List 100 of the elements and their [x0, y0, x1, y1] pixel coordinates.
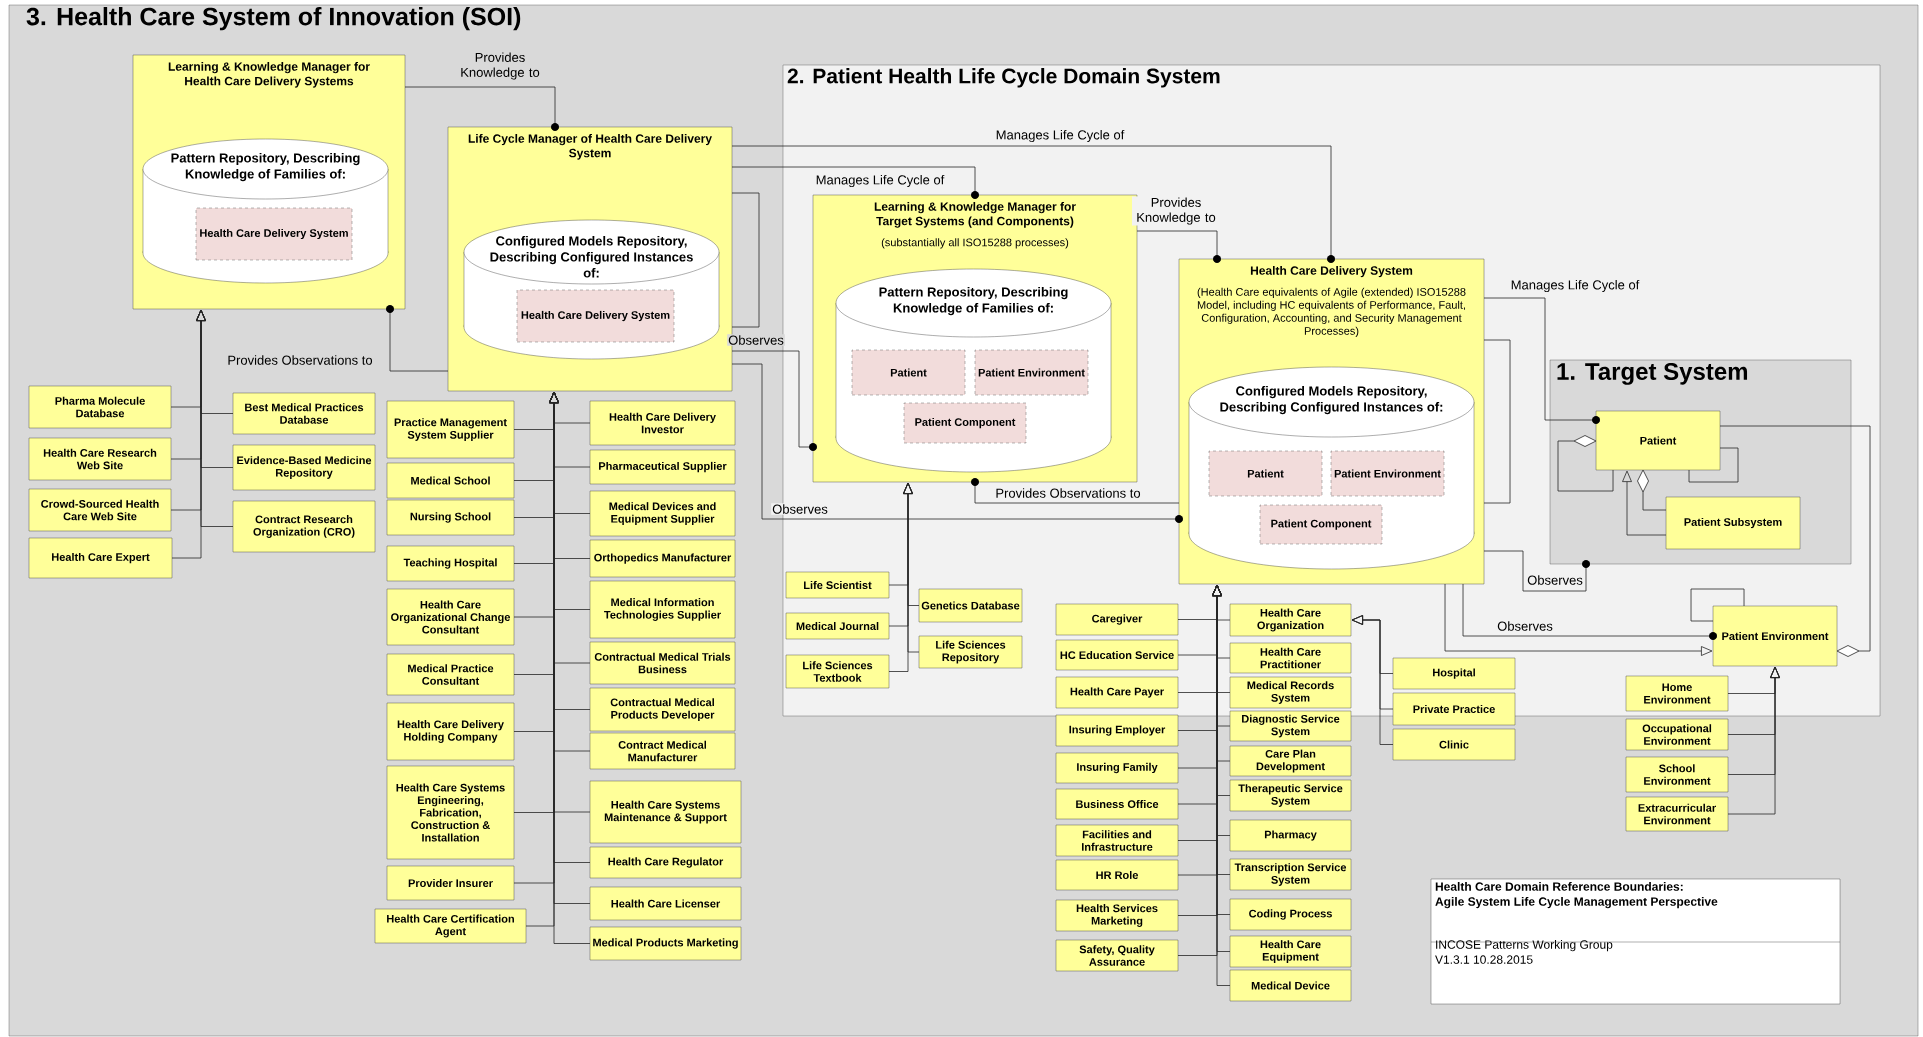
connector	[731, 145, 1335, 263]
entity-box: Business Office	[1055, 788, 1179, 820]
entity-box: Hospital	[1392, 657, 1516, 690]
entity-box: Patient	[1595, 410, 1721, 471]
entity-box: Life Scientist	[785, 571, 890, 599]
node-label: Knowledge of Families of:	[185, 169, 345, 182]
entity-box: Medical Device	[1229, 969, 1352, 1002]
entity-box: Medical Information Technologies Supplier	[589, 580, 736, 639]
entity-box: Clinic	[1392, 728, 1516, 761]
edge-label: Provides Observations to	[994, 487, 1142, 499]
entity-box: Contractual Medical Trials Business	[589, 641, 736, 685]
entity-box: Home Environment	[1625, 675, 1729, 712]
entity-box: HC Education Service	[1055, 639, 1179, 671]
entity-box: Therapeutic Service System	[1229, 779, 1352, 812]
entity-box: Life Sciences Textbook	[785, 654, 890, 689]
edge-label: Provides Knowledge to	[1132, 196, 1220, 226]
entity-box: Teaching Hospital	[386, 545, 515, 582]
arrow	[196, 309, 234, 527]
arrow	[1727, 666, 1780, 815]
edge-label: Observes	[1526, 574, 1584, 586]
node-label: Describing Configured Instances of:	[490, 252, 693, 278]
node-label: Describing Configured Instances of:	[1220, 402, 1443, 415]
entity-box: Contract Medical Manufacturer	[589, 732, 736, 770]
entity-box: Patient Environment	[1712, 605, 1838, 667]
connector	[1557, 435, 1614, 492]
entity-box: Occupational Environment	[1625, 718, 1729, 751]
connector	[1483, 297, 1600, 424]
connector	[1462, 583, 1717, 640]
entity-box: Health Care Expert	[28, 537, 173, 579]
dashed-box: Patient	[1208, 450, 1323, 497]
entity-box: Crowd-Sourced Health Care Web Site	[28, 488, 172, 532]
connector	[731, 192, 760, 328]
connector	[1483, 550, 1590, 592]
entity-box: Health Care Systems Maintenance & Support	[589, 780, 742, 844]
node-label: Pattern Repository, Describing	[879, 287, 1068, 300]
arrow	[1444, 583, 1713, 656]
connector	[971, 478, 1180, 504]
entity-box: Facilities and Infrastructure	[1055, 824, 1179, 857]
entity-box: Transcription Service System	[1229, 858, 1352, 891]
connector	[1136, 230, 1221, 263]
arrow	[1622, 470, 1667, 536]
entity-box: Health Care Organization	[1229, 603, 1352, 637]
entity-box: Pharma Molecule Database	[28, 385, 172, 429]
entity-box: Evidence-Based Medicine Repository	[232, 444, 376, 491]
entity-box: Health Care Equipment	[1229, 935, 1352, 968]
title-block: Health Care Domain Reference Boundaries: Agile System Life Cycle Management Perspective INCOSE Patterns Working Group V1.3.1 10.28.2015	[1430, 878, 1841, 1005]
connector	[404, 86, 559, 131]
edge-label: Observes	[727, 334, 785, 346]
entity-box: Insuring Family	[1055, 752, 1179, 784]
entity-box: Contract Research Organization (CRO)	[232, 500, 376, 553]
connector	[1688, 447, 1739, 483]
entity-box: Extracurricular Environment	[1625, 796, 1729, 832]
entity-box: Diagnostic Service System	[1229, 710, 1352, 742]
entity-box: Practice Management System Supplier	[386, 400, 515, 459]
dashed-box: Patient Component	[903, 402, 1027, 444]
entity-box: Health Care Systems Engineering, Fabrication, Construction & Installation	[386, 765, 515, 860]
entity-box: School Environment	[1625, 756, 1729, 793]
dashed-box: Health Care Delivery System	[195, 207, 353, 261]
entity-box: Contractual Medical Products Developer	[589, 687, 736, 732]
connector	[1719, 425, 1871, 657]
entity-box: Caregiver	[1055, 603, 1179, 636]
edge-label: Observes	[771, 503, 829, 515]
entity-box: Insuring Employer	[1055, 714, 1179, 747]
connector	[1637, 469, 1667, 511]
entity-box: Private Practice	[1392, 692, 1516, 726]
node-label: Knowledge of Families of:	[893, 303, 1053, 316]
dashed-box: Health Care Delivery System	[516, 289, 675, 343]
arrow	[1351, 615, 1394, 745]
entity-box: Safety, Quality Assurance	[1055, 939, 1179, 972]
arrow	[903, 482, 920, 653]
entity-box: Coding Process	[1229, 898, 1352, 931]
edge-label: Observes	[1496, 620, 1554, 632]
entity-box: Health Care Regulator	[589, 846, 742, 879]
entity-box: Health Care Practitioner	[1229, 642, 1352, 674]
dashed-box: Patient Environment	[1330, 450, 1445, 497]
entity-box: Health Care Payer	[1055, 676, 1179, 709]
connector	[731, 166, 979, 199]
entity-box: Medical Devices and Equipment Supplier	[589, 490, 736, 537]
entity-box: Medical Records System	[1229, 676, 1352, 709]
entity-box: Nursing School	[386, 499, 515, 536]
edge-label: Provides Observations to	[226, 354, 374, 366]
entity-box: HR Role	[1055, 859, 1179, 891]
entity-box: Best Medical Practices Database	[232, 392, 376, 435]
edge-label: Provides Knowledge to	[454, 51, 546, 81]
dashed-box: Patient	[851, 349, 966, 396]
entity-box: Orthopedics Manufacturer	[589, 539, 736, 578]
entity-box: Provider Insurer	[386, 865, 515, 901]
connector	[731, 350, 817, 451]
entity-box: Health Care Delivery Holding Company	[386, 702, 515, 761]
entity-box: Health Care Research Web Site	[28, 437, 172, 481]
connector	[731, 363, 1183, 523]
entity-box: Health Care Delivery Investor	[589, 400, 736, 446]
node-label: Pattern Repository, Describing	[171, 153, 360, 166]
entity-box: Genetics Database	[918, 588, 1023, 623]
entity-box: Medical Journal	[785, 612, 890, 640]
node-label: Configured Models Repository,	[1236, 386, 1427, 399]
dashed-box: Patient Component	[1259, 504, 1383, 545]
entity-box: Medical Practice Consultant	[386, 653, 515, 696]
connector	[1690, 588, 1745, 622]
entity-box: Health Care Licenser	[589, 886, 742, 921]
